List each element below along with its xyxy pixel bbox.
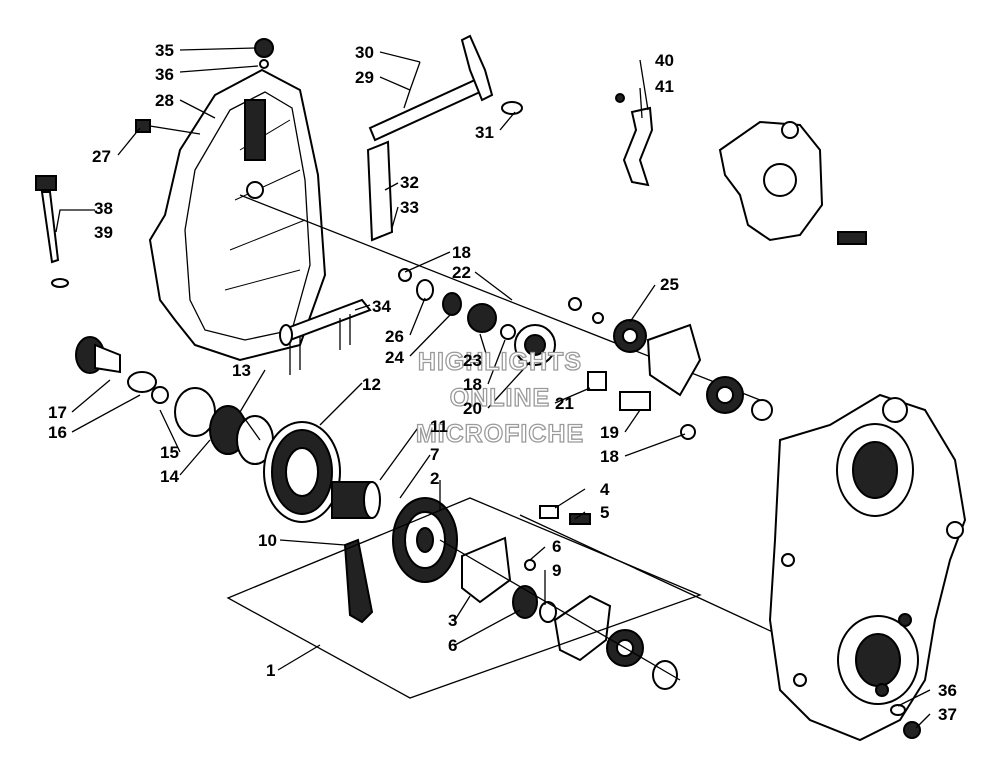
callout-1: 1: [266, 661, 275, 680]
callout-18-top: 18: [452, 243, 471, 262]
callout-33: 33: [400, 198, 419, 217]
part-2-gear: [392, 497, 458, 583]
callout-5: 5: [600, 503, 609, 522]
callout-22: 22: [452, 263, 471, 282]
part-32-plate: [366, 140, 394, 242]
callout-31: 31: [475, 123, 494, 142]
callout-37: 37: [938, 705, 957, 724]
gearcase-housing: [768, 393, 967, 742]
callout-20: 20: [463, 399, 482, 418]
callout-15: 15: [160, 443, 179, 462]
callout-24: 24: [385, 348, 404, 367]
callout-34: 34: [372, 297, 391, 316]
callout-19: 19: [600, 423, 619, 442]
callout-14: 14: [160, 467, 179, 486]
callout-10: 10: [258, 531, 277, 550]
callout-4: 4: [600, 480, 610, 499]
part-38-dipstick: [35, 175, 69, 288]
callout-16: 16: [48, 423, 67, 442]
callout-7: 7: [430, 445, 439, 464]
callout-6-right: 6: [552, 537, 561, 556]
watermark-line-1: HIGHLIGHTS: [418, 348, 582, 376]
callout-18-low: 18: [600, 447, 619, 466]
watermark: HIGHLIGHTS ONLINE MICROFICHE: [415, 347, 584, 448]
callout-36-bottom: 36: [938, 681, 957, 700]
callout-labels: 35 36 28 30 29 31 27 38 39 32 33 40 41 1…: [48, 41, 957, 724]
part-11-hub: [331, 481, 381, 519]
kit-bracket-1: [226, 497, 702, 699]
part-25-sprocket: [568, 297, 773, 421]
callout-29: 29: [355, 68, 374, 87]
callout-21: 21: [555, 394, 574, 413]
part-37-bolt: [890, 704, 921, 739]
callout-9: 9: [552, 561, 561, 580]
part-4-pin: [539, 505, 591, 525]
part-40-bracket: [615, 93, 867, 245]
callout-27: 27: [92, 147, 111, 166]
watermark-line-3: MICROFICHE: [416, 420, 584, 448]
callout-30: 30: [355, 43, 374, 62]
callout-25: 25: [660, 275, 679, 294]
part-27-bolt: [135, 119, 201, 135]
callout-38: 38: [94, 199, 113, 218]
callout-40: 40: [655, 51, 674, 70]
part-10-chain: [343, 538, 374, 624]
lower-bearing-assembly: [439, 514, 791, 690]
watermark-line-2: ONLINE: [450, 384, 550, 412]
leader-lines: [55, 47, 931, 729]
callout-17: 17: [48, 403, 67, 422]
callout-32: 32: [400, 173, 419, 192]
part-35-cap: [254, 38, 274, 69]
part-13-ring: [174, 387, 274, 465]
callout-12: 12: [362, 375, 381, 394]
callout-35: 35: [155, 41, 174, 60]
part-17-flange: [75, 336, 169, 404]
callout-18-mid: 18: [463, 375, 482, 394]
callout-41: 41: [655, 77, 674, 96]
part-34-shift-fork: [279, 298, 372, 375]
callout-36-top: 36: [155, 65, 174, 84]
callout-39: 39: [94, 223, 113, 242]
callout-11: 11: [430, 417, 448, 436]
part-29-shift-shaft: [368, 34, 523, 142]
chain-case-cover: [148, 68, 327, 362]
callout-26: 26: [385, 327, 404, 346]
callout-3: 3: [448, 611, 457, 630]
callout-23: 23: [463, 351, 482, 370]
part-12-sprocket: [263, 421, 341, 523]
callout-6-left: 6: [448, 636, 457, 655]
callout-28: 28: [155, 91, 174, 110]
callout-13: 13: [232, 361, 251, 380]
callout-2: 2: [430, 469, 439, 488]
